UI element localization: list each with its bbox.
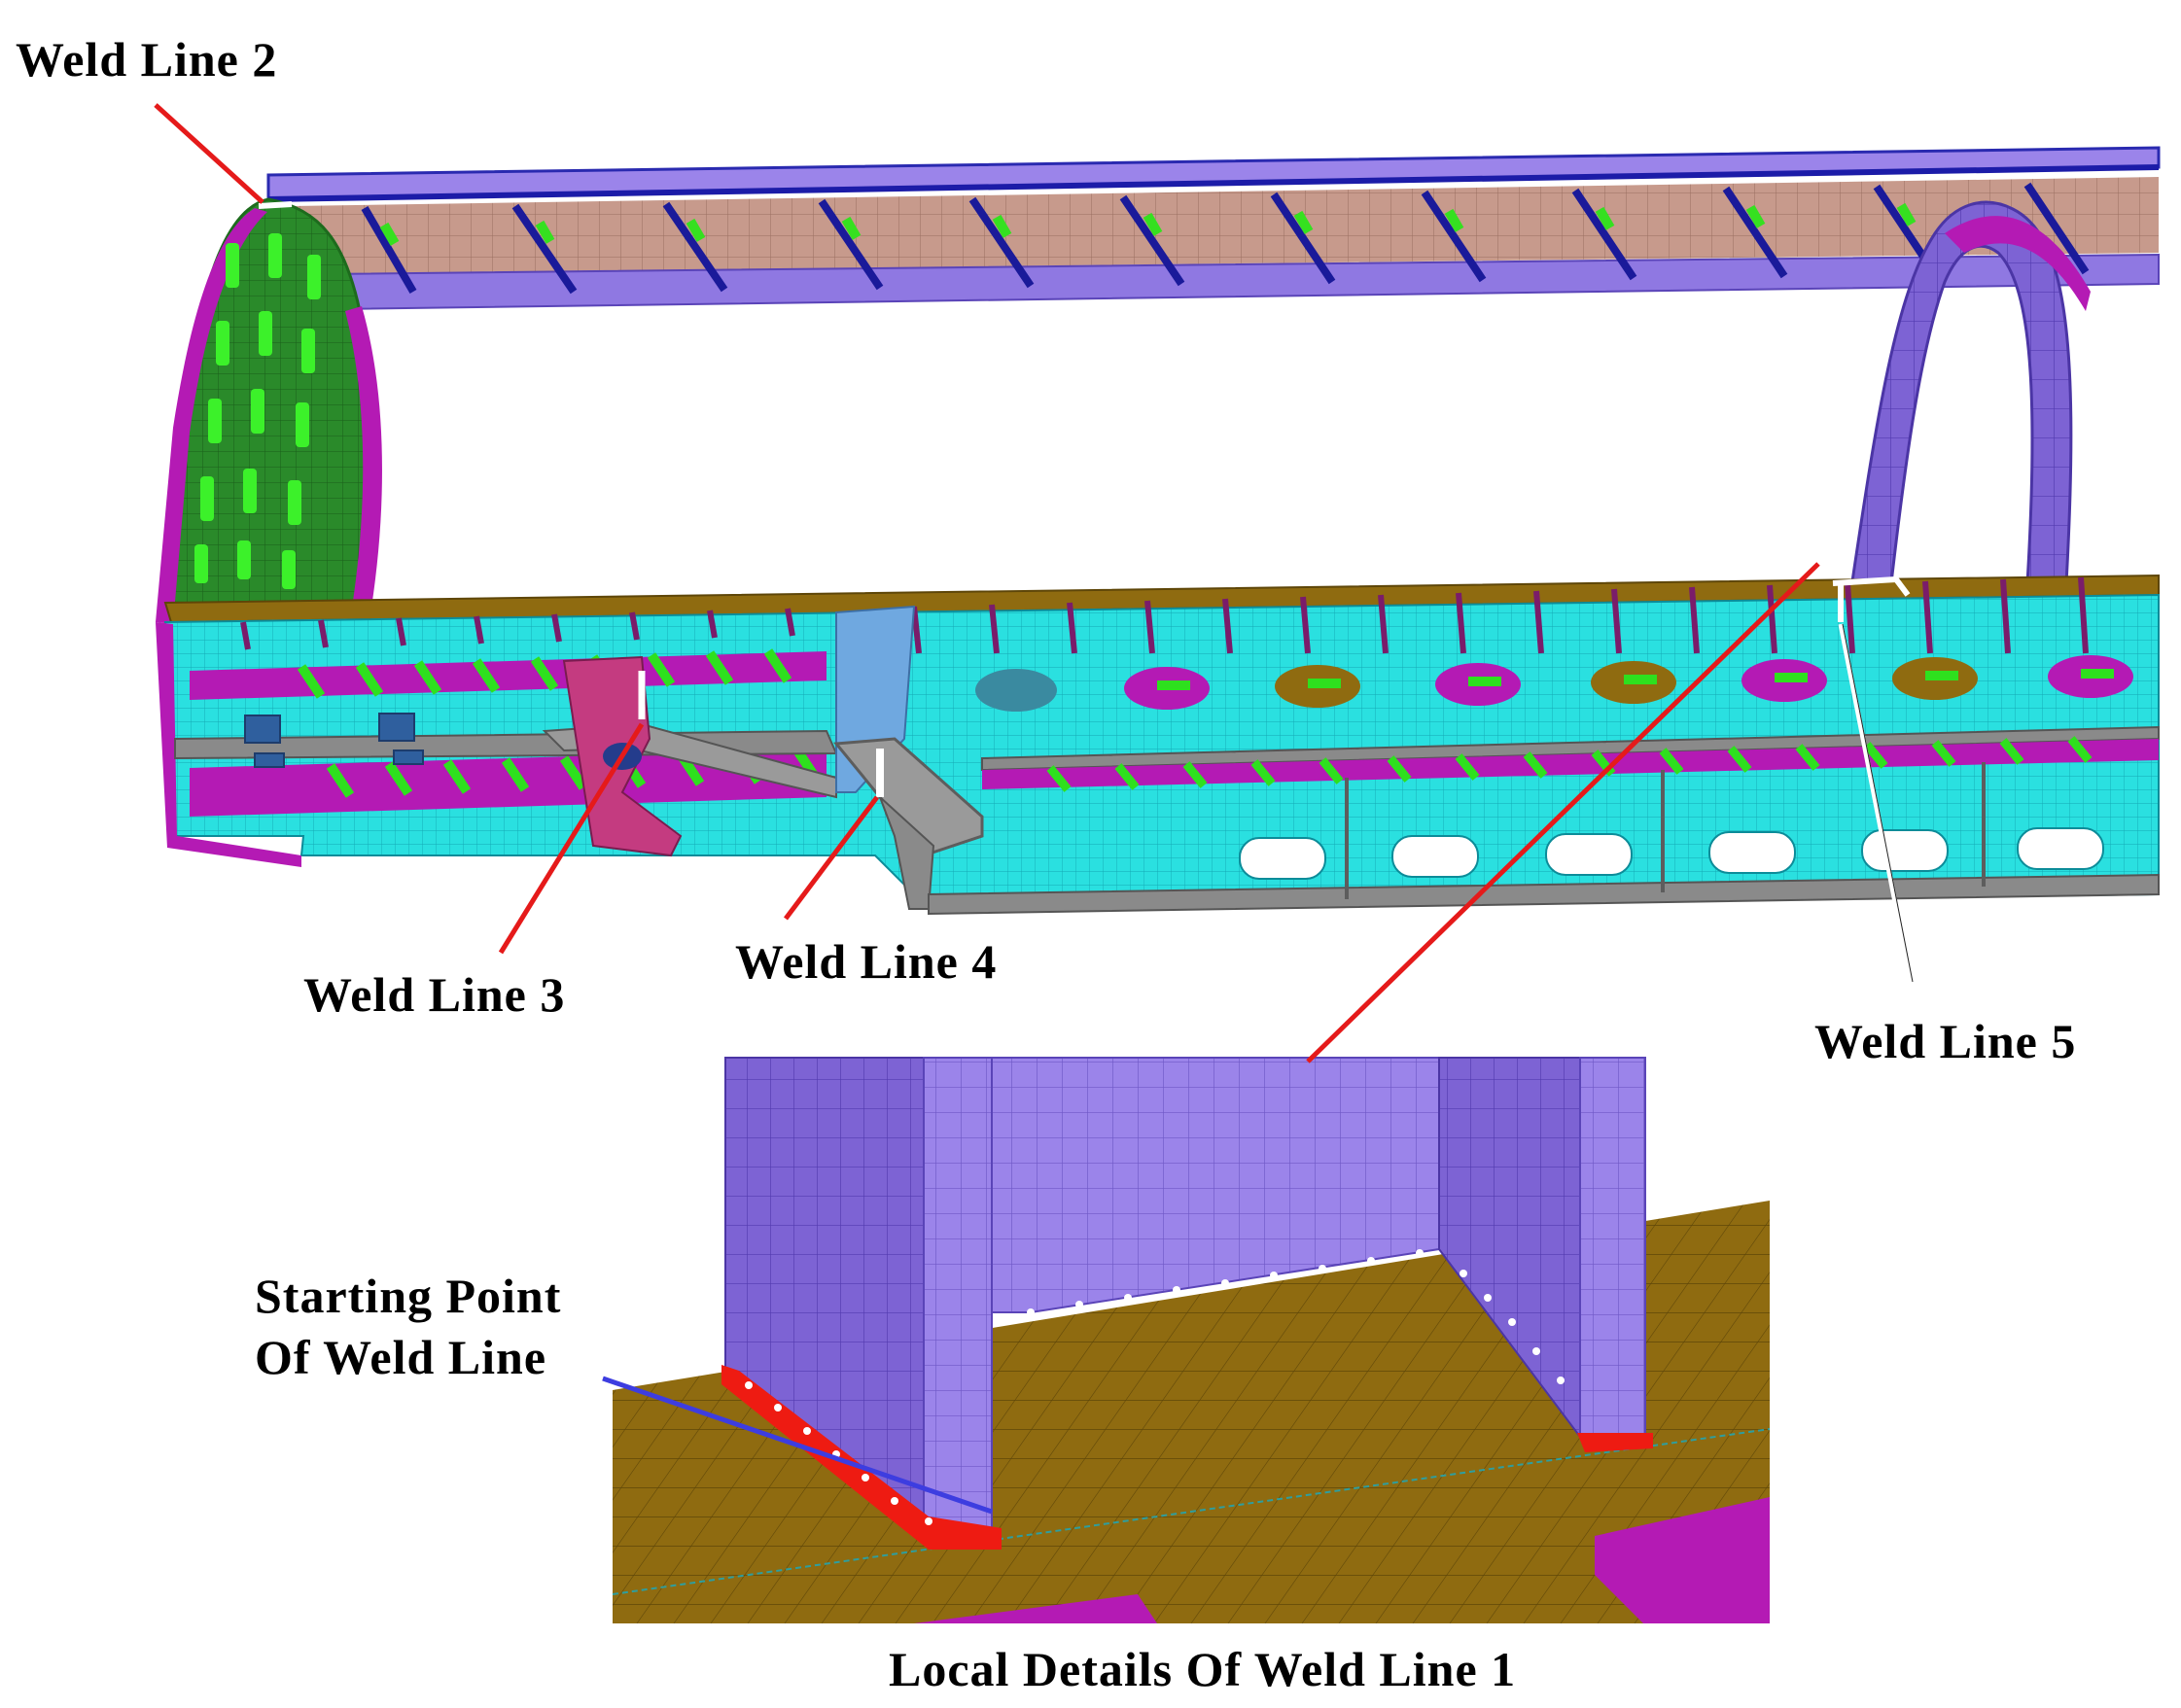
top-beam-inner [292,177,2159,274]
left-blue-brackets [244,713,424,768]
leader-weld-line-5-outline [1842,623,1914,983]
right-bottom-rail [928,873,2160,916]
label-weld-line-3: Weld Line 3 [303,967,566,1022]
inset-left-leg-front [923,1057,993,1529]
leader-weld-line-1 [1306,562,1820,1063]
left-lower-end-magenta [156,622,301,867]
lower-vertical-frames [1345,762,1986,899]
label-weld-line-5: Weld Line 5 [1814,1014,2077,1068]
center-diagonal-frame-lower [879,796,935,910]
main-structure [156,146,2161,916]
right-mid-stringer-ribs [1046,736,2093,792]
weld-line-5-mark [1832,575,1911,622]
label-starting-point-line2: Of Weld Line [255,1329,547,1384]
deck-upper-ribs [240,576,2089,654]
leader-weld-line-2 [154,103,264,204]
left-end-magenta-edge [156,208,267,624]
right-arch-frame [1850,200,2073,585]
inset-back-weld-dots [1027,1249,1565,1384]
inset-left-weld-dots [745,1381,932,1525]
top-beam-rib-stiffeners [379,202,1917,246]
upper-openings [975,655,2133,712]
left-end-inner-edge [345,306,382,608]
leader-weld-line-3 [498,722,645,955]
label-starting-point-line1: Starting Point [255,1269,562,1323]
leader-starting-point [602,1376,993,1515]
left-end-stiffeners [194,233,321,589]
leader-weld-line-5 [1838,623,1914,983]
right-arch-back [1945,216,2091,311]
inset-right-leg-front [1579,1057,1646,1438]
lower-openings [1239,827,2104,880]
leader-weld-line-4 [784,795,879,921]
label-starting-point: Starting Point Of Weld Line [255,1266,561,1387]
label-weld-line-2: Weld Line 2 [16,32,278,87]
label-weld-line-4: Weld Line 4 [735,934,998,989]
inset-magenta-right [1595,1497,1770,1623]
leader-lines [154,103,1820,1063]
inset-magenta-left [914,1594,1157,1623]
weld-line-1-right [1577,1433,1653,1452]
inset-back-web [991,1057,1440,1313]
left-stringers [190,648,827,817]
detail-inset [612,1057,1771,1623]
figure-caption: Local Details Of Weld Line 1 [889,1642,1517,1696]
